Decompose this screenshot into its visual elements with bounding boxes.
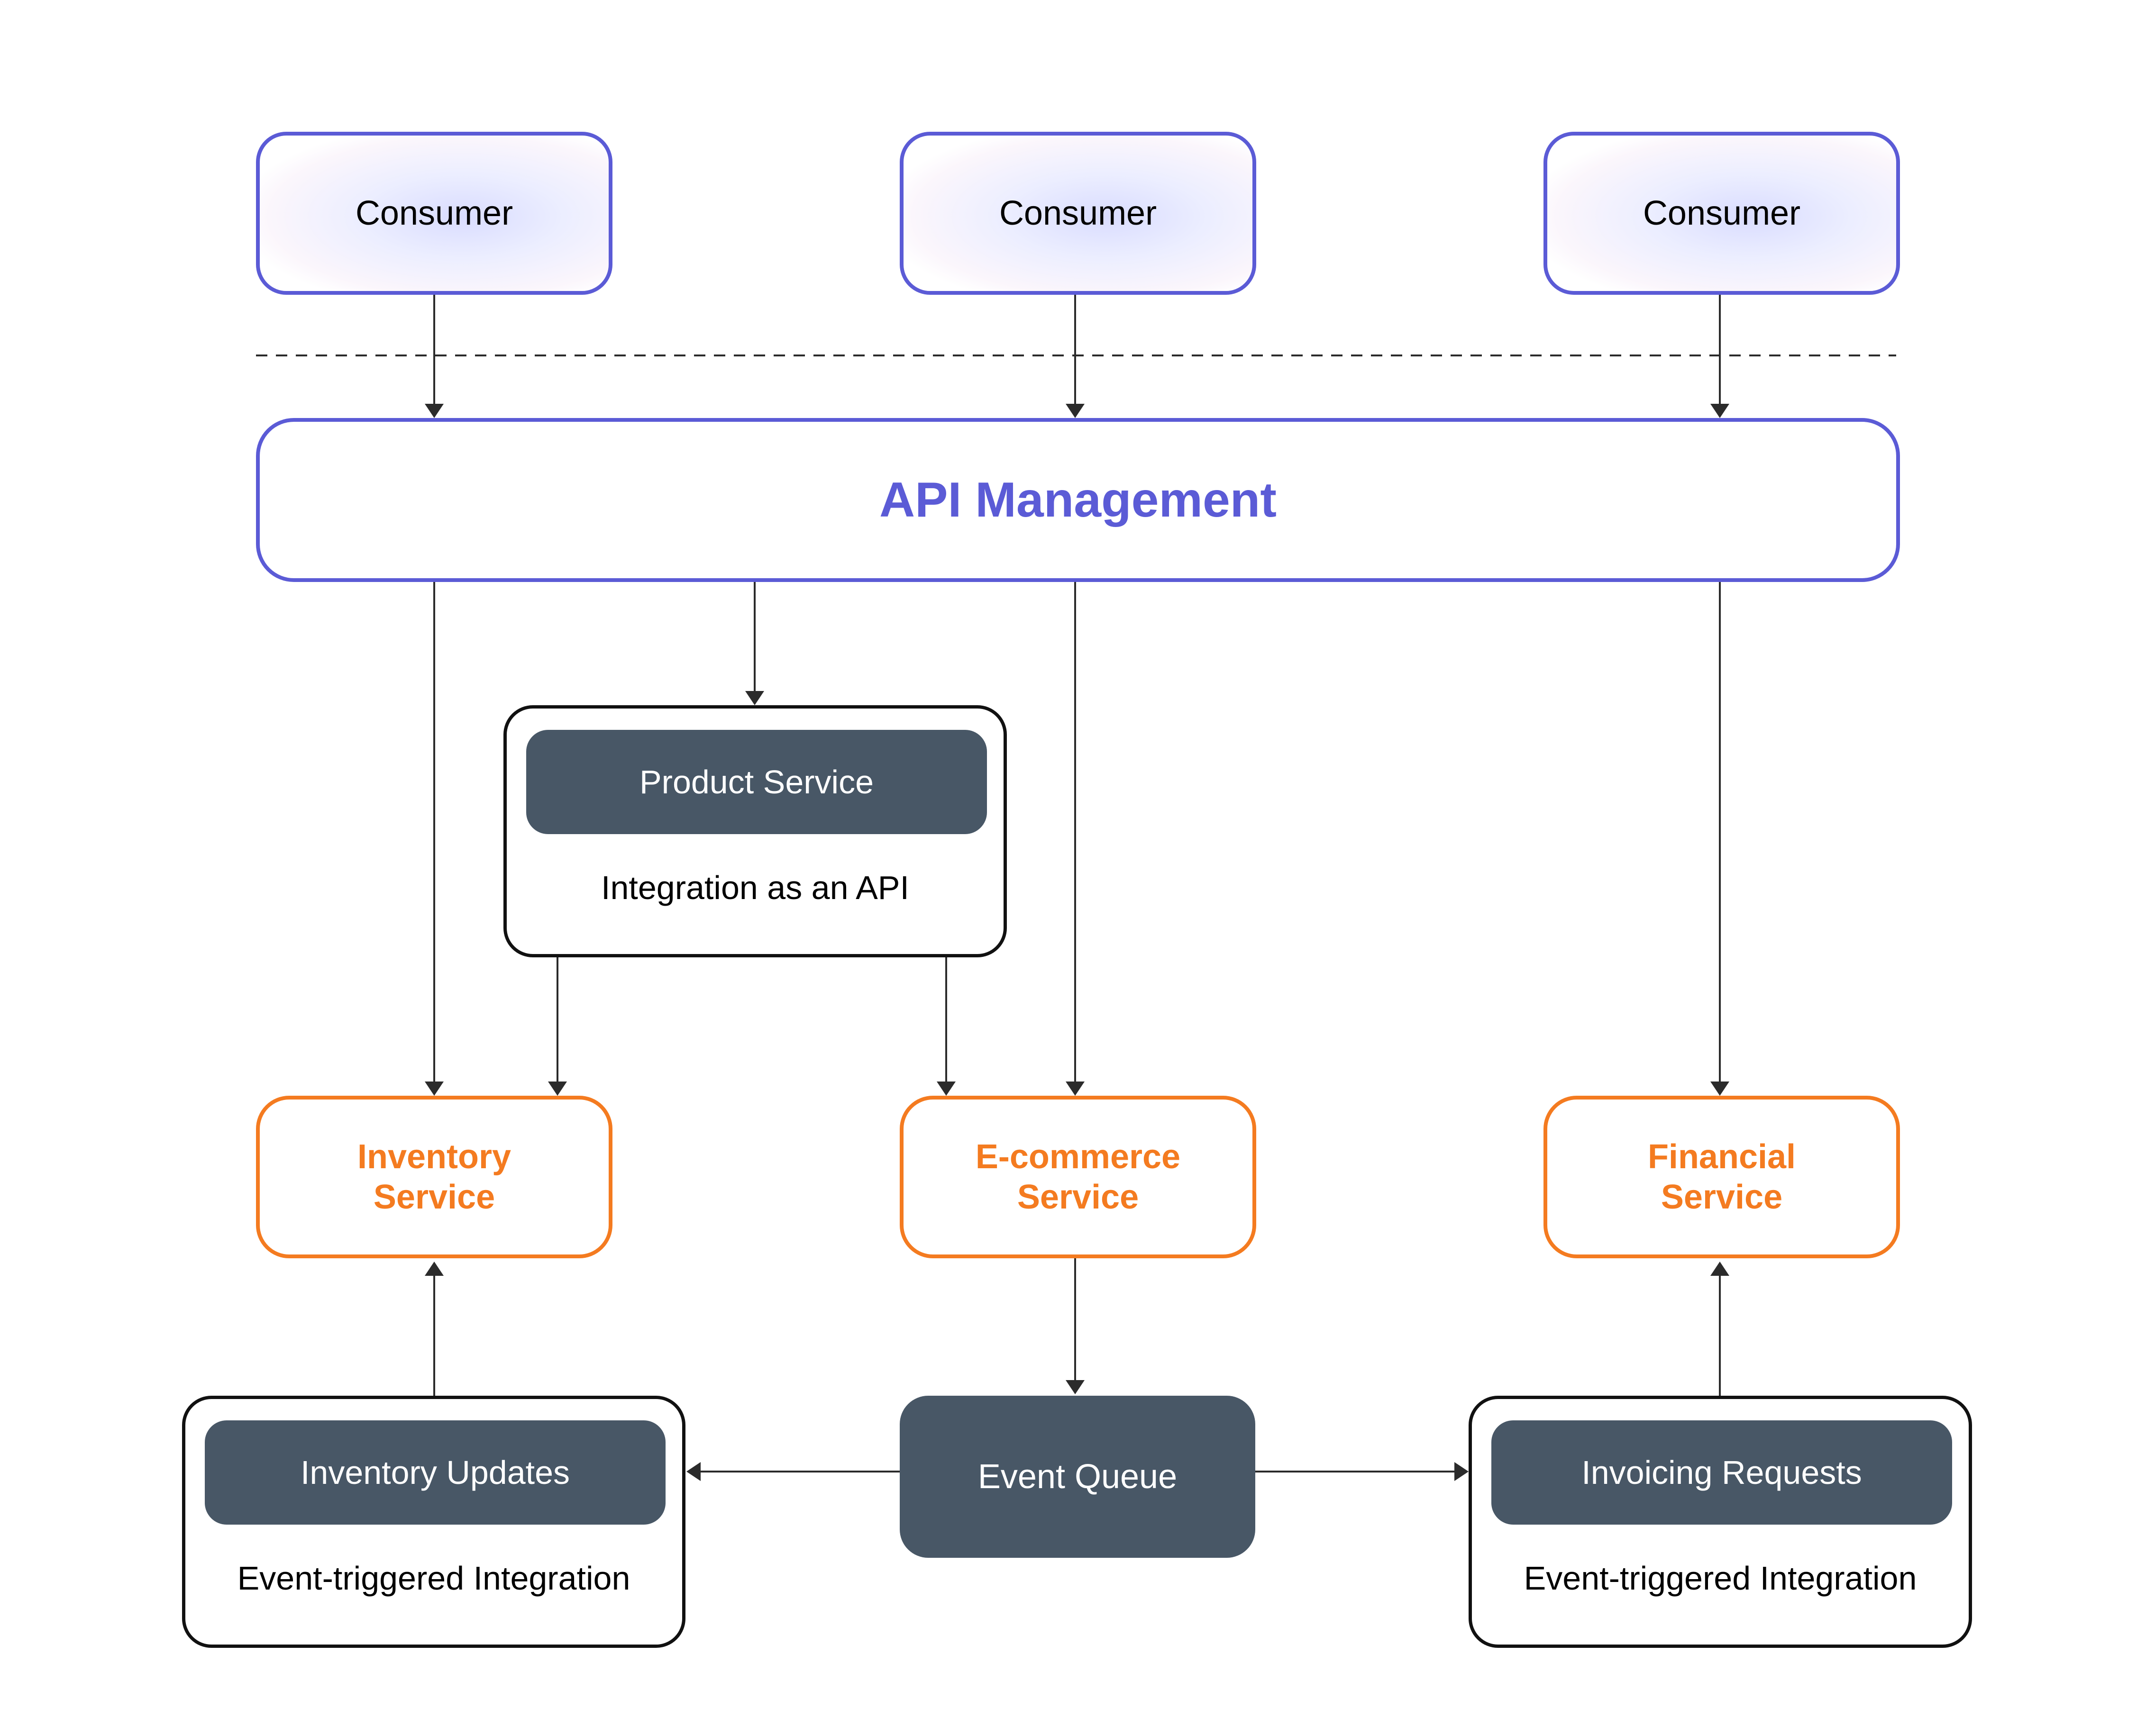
consumer-box-2: Consumer [900,132,1256,295]
product-service-box: Product Service [526,730,987,834]
service-label-line-1: Inventory [357,1137,511,1176]
consumer-box-3: Consumer [1543,132,1900,295]
arrow-api-to-product-group [745,582,764,705]
service-label-line-2: Service [1661,1178,1783,1216]
invoicing-requests-label: Invoicing Requests [1581,1454,1862,1491]
arrow-inventory-updates-to-inventory-service [425,1262,444,1396]
inventory-updates-box: Inventory Updates [205,1420,666,1525]
consumer-label: Consumer [999,194,1157,232]
consumer-box-1: Consumer [256,132,612,295]
invoicing-requests-group: Invoicing Requests Event-triggered Integ… [1469,1396,1972,1648]
service-label-line-2: Service [373,1178,495,1216]
inventory-updates-group: Inventory Updates Event-triggered Integr… [182,1396,685,1648]
inventory-service-box: Inventory Service [256,1096,612,1258]
service-label-line-1: Financial [1647,1137,1796,1176]
invoicing-requests-box: Invoicing Requests [1491,1420,1952,1525]
consumer-label: Consumer [1643,194,1801,232]
integration-type-caption: Integration as an API [601,869,909,906]
arrow-consumer-2-to-api [1066,295,1085,418]
api-management-label: API Management [879,472,1277,527]
arrow-product-group-to-ecommerce-service [937,957,956,1096]
service-label-line-2: Service [1017,1178,1139,1216]
api-management-box: API Management [256,418,1900,582]
arrow-event-queue-to-inventory-updates [686,1462,900,1481]
event-queue-label: Event Queue [977,1458,1178,1496]
consumer-label: Consumer [355,194,513,232]
event-queue-box: Event Queue [900,1396,1255,1558]
financial-service-box: Financial Service [1543,1096,1900,1258]
arrow-consumer-1-to-api [425,295,444,418]
inventory-updates-label: Inventory Updates [300,1454,570,1491]
service-label-line-1: E-commerce [975,1137,1181,1176]
integration-type-caption: Event-triggered Integration [237,1560,630,1597]
integration-type-caption: Event-triggered Integration [1524,1560,1917,1597]
arrow-event-queue-to-invoicing-requests [1255,1462,1469,1481]
arrow-ecommerce-to-event-queue [1066,1258,1085,1394]
arrow-consumer-3-to-api [1710,295,1729,418]
arrow-product-group-to-inventory-service [548,957,567,1096]
arrow-invoicing-requests-to-financial-service [1710,1262,1729,1396]
arrow-api-to-inventory-service [425,582,444,1096]
product-service-label: Product Service [639,763,874,800]
ecommerce-service-box: E-commerce Service [900,1096,1256,1258]
arrow-api-to-financial-service [1710,582,1729,1096]
arrow-api-to-ecommerce-service [1066,582,1085,1096]
product-integration-group: Product Service Integration as an API [503,705,1007,957]
